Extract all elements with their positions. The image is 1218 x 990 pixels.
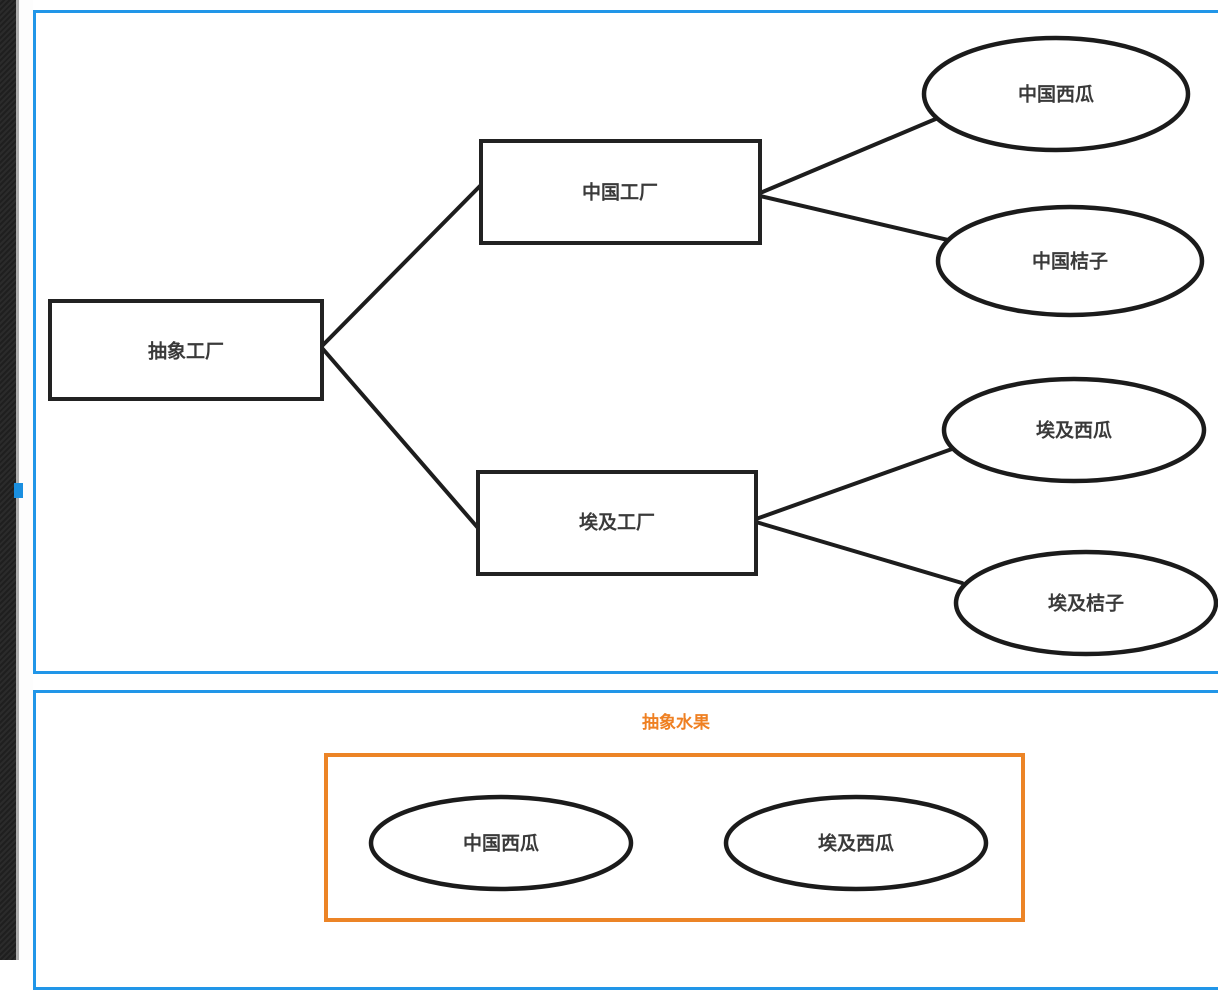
abstract-fruit-group-title: 抽象水果 <box>642 712 710 733</box>
node-egypt-factory[interactable]: 埃及工厂 <box>476 470 758 576</box>
china-orange-ellipse[interactable] <box>935 204 1205 318</box>
edge-group <box>320 116 964 585</box>
left-gutter <box>16 0 33 960</box>
edge-abstract-to-egypt-factory <box>320 346 480 530</box>
china-watermelon-label: 中国西瓜 <box>1018 83 1094 106</box>
node-china-orange[interactable]: 中国桔子 <box>935 204 1205 318</box>
egypt-watermelon-label: 埃及西瓜 <box>1036 419 1112 442</box>
group-china-watermelon-label: 中国西瓜 <box>463 832 539 855</box>
egypt-factory-label: 埃及工厂 <box>579 511 655 534</box>
egypt-watermelon-ellipse[interactable] <box>941 376 1207 484</box>
node-egypt-watermelon[interactable]: 埃及西瓜 <box>941 376 1207 484</box>
node-china-factory[interactable]: 中国工厂 <box>479 139 762 245</box>
edge-china-factory-to-orange <box>758 194 950 242</box>
abstract-factory-label: 抽象工厂 <box>148 340 224 363</box>
egypt-orange-label: 埃及桔子 <box>1048 592 1124 615</box>
edge-egypt-factory-to-orange <box>754 520 964 585</box>
china-orange-label: 中国桔子 <box>1032 250 1108 273</box>
abstract-fruit-group-box <box>324 753 1025 922</box>
edge-egypt-factory-to-watermelon <box>754 447 954 521</box>
egypt-factory-box[interactable] <box>476 470 758 576</box>
edge-abstract-to-china-factory <box>320 183 483 348</box>
abstract-fruit-group: 抽象水果 中国西瓜 埃及西瓜 <box>324 712 1025 922</box>
group-node-china-watermelon[interactable]: 中国西瓜 <box>368 794 634 892</box>
group-china-watermelon-ellipse[interactable] <box>368 794 634 892</box>
abstract-factory-diagram: 抽象工厂 中国工厂 埃及工厂 中国西瓜 中国桔子 埃及西瓜 埃及桔子 抽象水果 … <box>48 35 1218 922</box>
panel-resize-handle[interactable] <box>14 483 23 498</box>
edge-china-factory-to-watermelon <box>758 116 940 195</box>
group-egypt-watermelon-ellipse[interactable] <box>723 794 989 892</box>
china-factory-label: 中国工厂 <box>582 181 658 204</box>
group-node-egypt-watermelon[interactable]: 埃及西瓜 <box>723 794 989 892</box>
abstract-factory-box[interactable] <box>48 299 324 401</box>
window-left-edge-strip <box>0 0 16 960</box>
node-abstract-factory[interactable]: 抽象工厂 <box>48 299 324 401</box>
china-factory-box[interactable] <box>479 139 762 245</box>
node-china-watermelon[interactable]: 中国西瓜 <box>921 35 1191 153</box>
group-egypt-watermelon-label: 埃及西瓜 <box>818 832 894 855</box>
china-watermelon-ellipse[interactable] <box>921 35 1191 153</box>
node-egypt-orange[interactable]: 埃及桔子 <box>953 549 1218 657</box>
egypt-orange-ellipse[interactable] <box>953 549 1218 657</box>
